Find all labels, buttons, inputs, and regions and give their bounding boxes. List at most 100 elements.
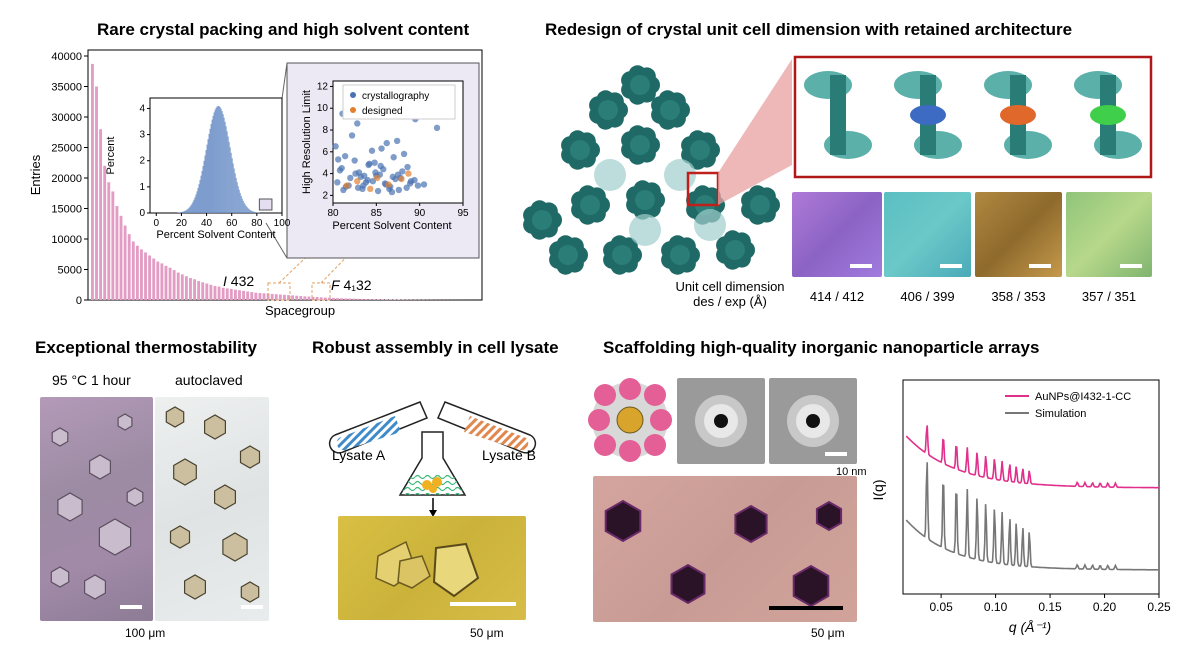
bar — [107, 182, 111, 300]
y-tick-label: 5000 — [58, 265, 82, 277]
bar — [327, 297, 331, 300]
histogram-bar — [209, 128, 211, 213]
protein-blob — [725, 240, 745, 260]
crystallography-point — [352, 170, 359, 177]
background-blob — [694, 209, 726, 241]
bar — [303, 296, 307, 300]
cage-subunit — [619, 378, 641, 400]
bar — [319, 297, 323, 300]
crystal-shape — [126, 487, 144, 507]
histogram-bar — [218, 106, 220, 213]
unit-cell-value-4: 357 / 351 — [1081, 289, 1137, 304]
crystallography-point — [374, 187, 382, 195]
unit-cell-zoom-panel — [793, 55, 1153, 179]
histogram-bar — [182, 211, 184, 213]
crystal-shape — [51, 427, 69, 447]
protein-blob — [660, 100, 680, 120]
nanoparticle-cage-model — [588, 378, 672, 462]
cage-subunit — [644, 384, 666, 406]
crystallography-point — [348, 132, 356, 139]
histogram-bar — [189, 206, 191, 213]
crystal-shape — [169, 525, 191, 549]
histogram-bar — [229, 147, 231, 213]
flask-icon — [398, 431, 467, 496]
histogram-bar — [202, 166, 204, 213]
crystallography-point — [371, 159, 378, 166]
bar — [393, 299, 397, 300]
bar — [95, 86, 98, 300]
scatter-x-tick-label: 95 — [457, 208, 469, 219]
histogram-bar — [225, 126, 227, 213]
histogram-bar — [224, 121, 226, 213]
f4132-annotation: F 4₁32 — [331, 277, 372, 293]
histogram-bar — [207, 139, 209, 213]
i432-annotation: I 432 — [223, 273, 255, 289]
crystal-micrograph-1 — [792, 192, 882, 277]
scatter-y-tick-label: 6 — [322, 147, 328, 158]
panel-a-title: Rare crystal packing and high solvent co… — [97, 20, 470, 39]
lattice-rendering — [523, 59, 792, 275]
panel-e-scale-label: 50 μm — [811, 626, 845, 640]
crystallography-point — [414, 182, 422, 189]
crystallography-point — [341, 152, 349, 160]
bar — [144, 252, 147, 300]
legend-marker — [350, 92, 356, 98]
crystallography-point — [400, 150, 408, 158]
hist-x-tick-label: 40 — [201, 218, 213, 229]
bar — [131, 241, 135, 300]
histogram-bar — [233, 168, 235, 213]
bar — [360, 298, 364, 300]
protein-blob — [635, 190, 655, 210]
protein-blob — [750, 195, 770, 215]
protein-blob — [532, 210, 552, 230]
bar — [356, 298, 360, 300]
histogram-bar — [183, 211, 185, 213]
scatter-y-tick-label: 12 — [317, 81, 329, 92]
bar — [246, 291, 250, 300]
histogram-bar — [204, 155, 206, 213]
crystallography-point — [372, 169, 379, 176]
heat-condition-label: 95 °C 1 hour — [52, 372, 131, 388]
bar — [229, 289, 233, 300]
crystallography-point — [399, 168, 406, 175]
crystal-shape — [84, 574, 106, 600]
autoclave-condition-label: autoclaved — [175, 372, 243, 388]
bar — [233, 289, 237, 300]
crystallography-point — [433, 124, 441, 132]
histogram-bar — [197, 187, 199, 213]
designed-point — [343, 182, 351, 189]
autoclaved-crystal-micrograph — [155, 397, 269, 621]
protein-blob — [598, 100, 618, 120]
histogram-bar — [179, 212, 181, 213]
crystal-shape — [240, 581, 260, 603]
protein-blob — [670, 245, 690, 265]
heated-crystal-micrograph — [40, 397, 153, 621]
histogram-bar — [196, 191, 198, 213]
nanoparticle-crystal — [604, 499, 642, 543]
legend-label: Simulation — [1035, 408, 1086, 420]
bar-series — [91, 63, 474, 301]
cage-subunit — [588, 409, 610, 431]
crystal-micrograph-3 — [975, 192, 1062, 277]
histogram-bar — [246, 207, 248, 213]
hist-y-tick-label: 3 — [139, 130, 145, 141]
high-solvent-region-box — [258, 198, 273, 211]
scatter-x-tick-label: 85 — [371, 208, 383, 219]
crystallography-point — [404, 163, 411, 171]
scatter-y-tick-label: 8 — [322, 125, 328, 136]
designed-point — [405, 170, 412, 177]
histogram-bar — [253, 211, 255, 213]
bar — [180, 274, 184, 300]
crystal-shape — [184, 574, 206, 600]
crystallography-point — [354, 184, 362, 191]
histogram-bar — [243, 202, 245, 213]
bar — [111, 191, 115, 300]
nanoparticle-crystal — [670, 563, 706, 605]
bar — [127, 234, 131, 300]
em-class-average-1 — [677, 378, 765, 464]
crystallography-point — [393, 137, 401, 145]
bar — [225, 288, 229, 300]
bar — [152, 258, 156, 300]
histogram-bar — [208, 133, 210, 213]
legend-marker — [350, 107, 356, 113]
